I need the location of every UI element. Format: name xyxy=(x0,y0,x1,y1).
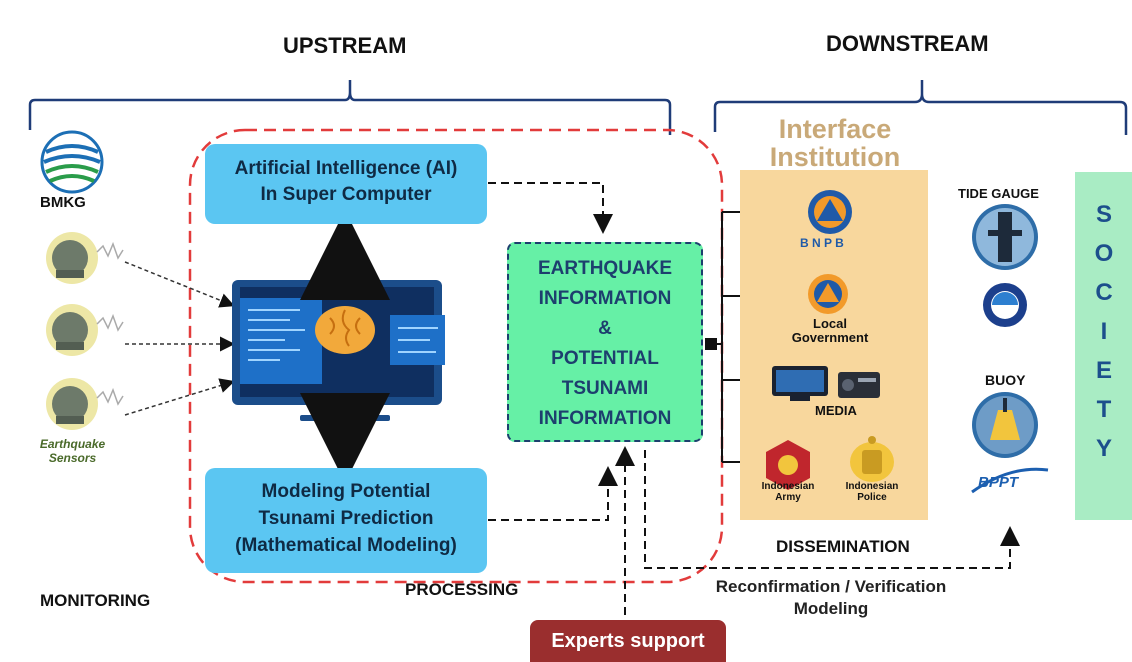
sensor-icon-2 xyxy=(46,304,124,356)
ai-box-line-2: In Super Computer xyxy=(260,184,432,205)
info-line-3: & xyxy=(598,318,612,339)
society-panel xyxy=(1075,172,1132,520)
earthquake-info-box: EARTHQUAKE INFORMATION & POTENTIAL TSUNA… xyxy=(507,242,703,442)
police-label-line-1: Indonesian xyxy=(845,481,899,492)
buoy-icon xyxy=(972,392,1038,458)
bppt-logo-icon xyxy=(971,467,1049,494)
upstream-brace xyxy=(28,80,672,135)
media-label: MEDIA xyxy=(815,403,857,418)
media-icon xyxy=(772,366,880,401)
connector-node xyxy=(705,338,717,350)
upstream-heading: UPSTREAM xyxy=(283,33,407,58)
society-letter: T xyxy=(1096,396,1112,423)
modeling-box-line-3: (Mathematical Modeling) xyxy=(235,535,457,556)
society-letter: Y xyxy=(1095,435,1112,462)
society-letter: E xyxy=(1095,357,1112,384)
society-letter: O xyxy=(1094,240,1114,267)
interface-title-line-1: Interface xyxy=(778,114,892,144)
ai-box-line-1: Artificial Intelligence (AI) xyxy=(234,158,458,179)
downstream-brace xyxy=(713,80,1128,135)
big-logo-icon xyxy=(983,283,1027,327)
info-line-5: TSUNAMI xyxy=(561,378,649,399)
sensors-label-line-2: Sensors xyxy=(48,451,97,465)
modeling-box: Modeling Potential Tsunami Prediction (M… xyxy=(205,468,487,573)
ai-to-info-arrow xyxy=(488,182,613,234)
reconfirmation-label: Reconfirmation / Verification Modeling xyxy=(672,576,990,620)
bmkg-logo-icon xyxy=(40,130,104,194)
info-line-4: POTENTIAL xyxy=(551,348,659,369)
local-government-line-2: Government xyxy=(791,330,869,345)
tide-gauge-label: TIDE GAUGE xyxy=(958,186,1039,201)
bnpb-label: B N P B xyxy=(800,236,844,250)
interface-title: Interface Institution xyxy=(745,115,925,171)
army-label: Indonesian Army xyxy=(755,481,821,503)
bnpb-logo-icon xyxy=(808,190,852,234)
sensors-label: Earthquake Sensors xyxy=(30,437,115,465)
sensor-icon-1 xyxy=(46,232,124,284)
police-logo-icon xyxy=(850,436,894,482)
society-column: S O C I E T Y xyxy=(1075,195,1132,468)
local-government-line-1: Local xyxy=(813,316,847,331)
modeling-box-line-2: Tsunami Prediction xyxy=(258,508,434,529)
police-label: Indonesian Police xyxy=(838,481,906,503)
tide-gauge-icon xyxy=(972,204,1038,270)
sensor-arrow-3 xyxy=(124,378,235,416)
reconfirmation-line-1: Reconfirmation / Verification xyxy=(715,577,947,596)
army-label-line-2: Army xyxy=(775,492,801,503)
society-letter: S xyxy=(1095,201,1112,228)
buoy-label: BUOY xyxy=(985,372,1026,388)
info-line-2: INFORMATION xyxy=(538,288,672,309)
reconfirmation-line-2: Modeling xyxy=(793,599,869,618)
army-label-line-1: Indonesian xyxy=(761,481,815,492)
sensors-label-line-1: Earthquake xyxy=(39,437,106,451)
info-line-1: EARTHQUAKE xyxy=(537,258,673,279)
police-label-line-2: Police xyxy=(857,492,887,503)
processing-region xyxy=(188,128,724,584)
society-letter: C xyxy=(1095,279,1113,306)
ai-box: Artificial Intelligence (AI) In Super Co… xyxy=(205,144,487,224)
dissemination-label: DISSEMINATION xyxy=(776,537,910,556)
ai-computer-icon xyxy=(232,280,445,421)
army-logo-icon xyxy=(766,440,810,490)
downstream-heading: DOWNSTREAM xyxy=(826,31,989,56)
reconfirmation-loop xyxy=(644,450,1020,569)
sensor-arrow-1 xyxy=(124,261,235,308)
modeling-box-line-1: Modeling Potential xyxy=(261,481,431,502)
info-line-6: INFORMATION xyxy=(538,408,672,429)
local-government-label: Local Government xyxy=(785,317,875,345)
bppt-label: BPPT xyxy=(978,474,1019,491)
society-letter: I xyxy=(1100,318,1108,345)
bmkg-label: BMKG xyxy=(40,194,86,211)
modeling-to-info-arrow xyxy=(488,466,618,521)
sensor-icon-3 xyxy=(46,378,124,430)
monitoring-label: MONITORING xyxy=(40,591,151,610)
interface-title-line-2: Institution xyxy=(769,142,901,172)
local-government-logo-icon xyxy=(808,274,848,314)
processing-label: PROCESSING xyxy=(405,580,519,599)
experts-support-badge: Experts support xyxy=(530,620,726,662)
